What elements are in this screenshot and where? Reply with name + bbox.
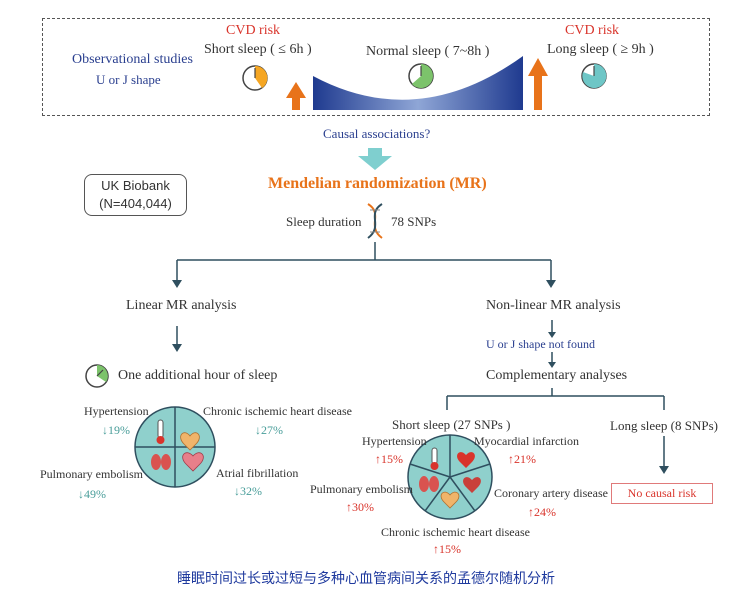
observational-subtitle: U or J shape bbox=[96, 72, 161, 87]
nonlinear-lungs-icon bbox=[419, 476, 439, 492]
risk-arrow-right bbox=[528, 58, 548, 110]
observational-title: Observational studies bbox=[72, 52, 193, 67]
clock-normal-icon bbox=[408, 63, 434, 89]
nonlinear-pe: Pulmonary embolism bbox=[310, 482, 413, 496]
nonlinear-cad-pct: ↑24% bbox=[528, 505, 556, 519]
linear-chd: Chronic ischemic heart disease bbox=[203, 404, 352, 418]
nonlinear-heart-chd-icon bbox=[440, 491, 460, 509]
clock-short-icon bbox=[242, 65, 268, 91]
linear-hypertension: Hypertension bbox=[84, 404, 149, 418]
nonlinear-complementary: Complementary analyses bbox=[486, 368, 628, 383]
linear-heart-af-icon bbox=[182, 452, 204, 472]
branch-lines bbox=[176, 242, 665, 468]
clock-long-icon bbox=[581, 63, 607, 89]
long-sleep-label: Long sleep ( ≥ 9h ) bbox=[547, 42, 654, 57]
linear-af: Atrial fibrillation bbox=[216, 466, 299, 480]
cvd-risk-left: CVD risk bbox=[226, 23, 281, 38]
arrowheads bbox=[172, 280, 669, 474]
u-shape-curve bbox=[313, 56, 523, 110]
cvd-risk-right: CVD risk bbox=[565, 23, 620, 38]
nonlinear-heart-mi-icon bbox=[457, 452, 475, 468]
linear-thermometer-icon bbox=[156, 419, 165, 444]
nonlinear-chd-pct: ↑15% bbox=[433, 542, 461, 556]
nonlinear-not-found: U or J shape not found bbox=[486, 337, 595, 351]
linear-pe-pct: ↓49% bbox=[78, 487, 106, 501]
nonlinear-pe-pct: ↑30% bbox=[346, 500, 374, 514]
short-sleep-label: Short sleep ( ≤ 6h ) bbox=[204, 42, 312, 57]
causal-question: Causal associations? bbox=[323, 126, 431, 141]
mr-title: Mendelian randomization (MR) bbox=[268, 175, 487, 192]
causal-arrow bbox=[358, 148, 392, 170]
nonlinear-mi-pct: ↑21% bbox=[508, 452, 536, 466]
linear-chd-pct: ↓27% bbox=[255, 423, 283, 437]
linear-additional-hour: One additional hour of sleep bbox=[118, 368, 278, 383]
linear-pie bbox=[134, 406, 216, 488]
figure-caption: 睡眠时间过长或过短与多种心血管病间关系的孟德尔随机分析 bbox=[177, 571, 555, 587]
sleep-duration-label: Sleep duration bbox=[286, 214, 362, 229]
uk-biobank-n: (N=404,044) bbox=[99, 196, 172, 211]
normal-sleep-label: Normal sleep ( 7~8h ) bbox=[366, 44, 490, 59]
uk-biobank-box: UK Biobank (N=404,044) bbox=[84, 174, 187, 216]
observational-box bbox=[42, 18, 710, 116]
nonlinear-chd: Chronic ischemic heart disease bbox=[381, 525, 530, 539]
nonlinear-long-sleep: Long sleep (8 SNPs) bbox=[610, 418, 718, 433]
nonlinear-mi: Myocardial infarction bbox=[474, 434, 579, 448]
linear-heart-icon bbox=[180, 432, 200, 451]
nonlinear-thermometer-icon bbox=[430, 447, 439, 470]
uk-biobank-name: UK Biobank bbox=[101, 178, 170, 193]
clock-additional-icon bbox=[85, 364, 109, 388]
nonlinear-heart-cad-icon bbox=[463, 477, 481, 493]
nonlinear-cad: Coronary artery disease bbox=[494, 486, 608, 500]
nonlinear-title: Non-linear MR analysis bbox=[486, 298, 621, 313]
linear-title: Linear MR analysis bbox=[126, 298, 237, 313]
risk-arrow-left bbox=[286, 82, 306, 110]
dna-icon bbox=[367, 203, 383, 239]
linear-hypertension-pct: ↓19% bbox=[102, 423, 130, 437]
nonlinear-hypertension: Hypertension bbox=[362, 434, 427, 448]
snps-label: 78 SNPs bbox=[391, 214, 437, 229]
linear-af-pct: ↓32% bbox=[234, 484, 262, 498]
linear-pe: Pulmonary embolism bbox=[40, 467, 143, 481]
linear-lungs-icon bbox=[151, 454, 171, 470]
nonlinear-hypertension-pct: ↑15% bbox=[375, 452, 403, 466]
no-causal-risk-box: No causal risk bbox=[611, 483, 713, 504]
nonlinear-short-sleep: Short sleep (27 SNPs ) bbox=[392, 417, 511, 432]
